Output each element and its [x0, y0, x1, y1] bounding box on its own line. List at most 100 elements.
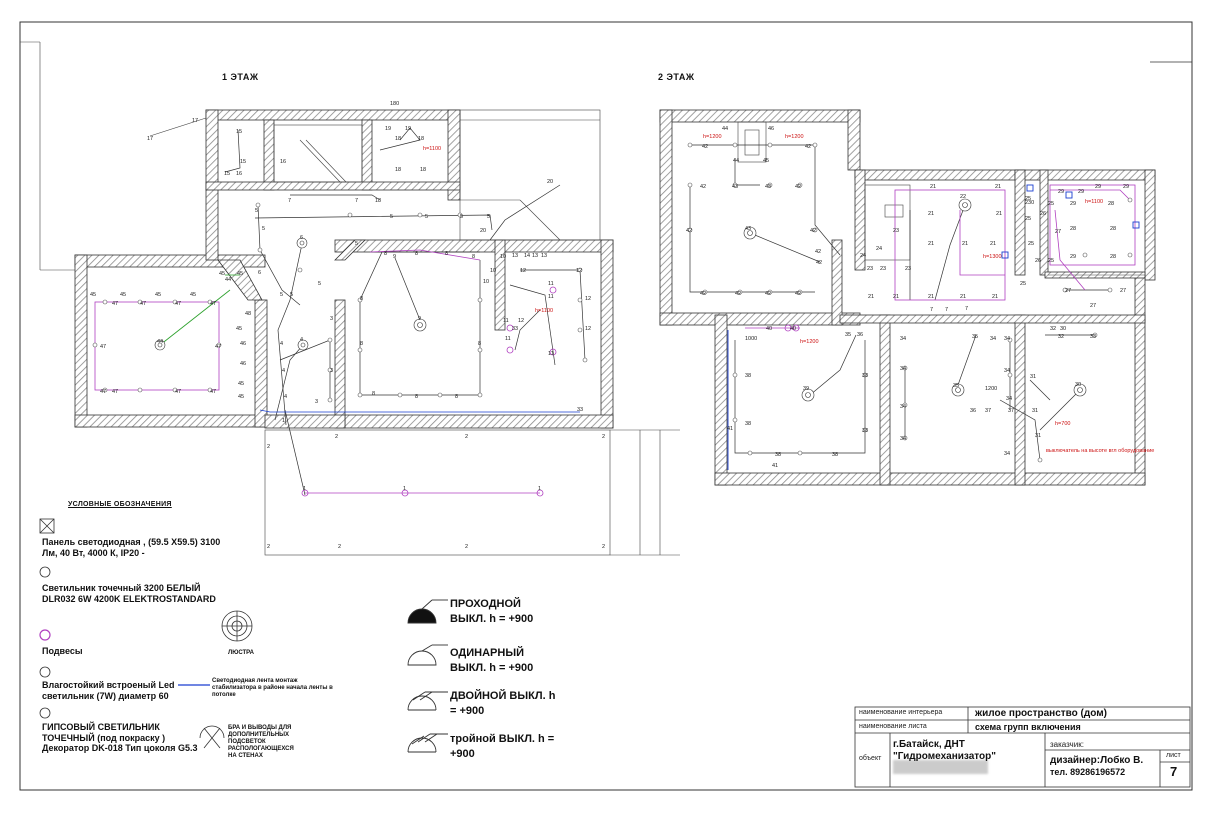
svg-text:33: 33: [1090, 334, 1096, 340]
svg-text:18: 18: [375, 198, 381, 204]
svg-text:33: 33: [512, 326, 518, 332]
svg-text:9: 9: [393, 254, 396, 260]
svg-text:27: 27: [1090, 303, 1096, 309]
svg-text:28: 28: [1108, 201, 1114, 207]
floor-2-title: 2 ЭТАЖ: [658, 72, 695, 82]
svg-text:41: 41: [727, 426, 733, 432]
legend-strip-text: Светодиодная лента монтаж стабилизатора …: [212, 678, 333, 698]
svg-text:2: 2: [465, 434, 468, 440]
svg-text:47: 47: [175, 389, 181, 395]
svg-text:34: 34: [1004, 336, 1010, 342]
svg-text:17: 17: [147, 136, 153, 142]
svg-text:18: 18: [420, 167, 426, 173]
svg-text:8: 8: [415, 251, 418, 257]
svg-text:4: 4: [300, 337, 303, 343]
svg-text:42: 42: [810, 228, 816, 234]
svg-text:h=1100: h=1100: [535, 308, 553, 314]
svg-text:42: 42: [735, 291, 741, 297]
svg-text:30: 30: [1060, 326, 1066, 332]
svg-text:38: 38: [832, 452, 838, 458]
switch-triple-text: тройной ВЫКЛ. h = +900: [450, 733, 555, 760]
svg-text:25: 25: [1020, 281, 1026, 287]
tb-sheet-no-label: лист: [1166, 752, 1181, 759]
svg-text:35: 35: [845, 332, 851, 338]
svg-text:8: 8: [445, 251, 448, 257]
svg-text:34: 34: [1004, 368, 1010, 374]
svg-text:28: 28: [1110, 226, 1116, 232]
svg-text:23: 23: [880, 266, 886, 272]
svg-text:16: 16: [236, 171, 242, 177]
svg-text:46: 46: [240, 341, 246, 347]
svg-text:23: 23: [905, 266, 911, 272]
svg-text:34: 34: [990, 336, 996, 342]
svg-text:37: 37: [1008, 408, 1014, 414]
tb-sheet-label: наименование листа: [859, 723, 927, 730]
svg-text:30: 30: [1075, 382, 1081, 388]
svg-text:45: 45: [237, 271, 243, 277]
svg-text:11: 11: [505, 336, 511, 342]
svg-text:42: 42: [805, 144, 811, 150]
svg-text:2: 2: [465, 544, 468, 550]
sheet-frame: [19, 21, 1193, 791]
svg-text:21: 21: [995, 184, 1001, 190]
svg-text:32: 32: [1050, 326, 1056, 332]
svg-text:46: 46: [240, 361, 246, 367]
svg-text:5: 5: [318, 281, 321, 287]
svg-text:3: 3: [330, 368, 333, 374]
height-notes-1f: h=1100 h=1100: [423, 146, 553, 314]
svg-text:10: 10: [483, 279, 489, 285]
svg-text:2: 2: [267, 444, 270, 450]
tb-sheet-no: 7: [1170, 764, 1178, 779]
svg-text:45: 45: [236, 326, 242, 332]
svg-text:12: 12: [576, 268, 582, 274]
svg-text:21: 21: [928, 294, 934, 300]
svg-text:h=700: h=700: [1055, 421, 1070, 427]
svg-text:18: 18: [395, 136, 401, 142]
svg-text:46: 46: [768, 126, 774, 132]
svg-text:31: 31: [1032, 408, 1038, 414]
svg-text:41: 41: [772, 463, 778, 469]
svg-text:12: 12: [520, 268, 526, 274]
svg-text:3: 3: [315, 399, 318, 405]
svg-text:44: 44: [733, 158, 739, 164]
svg-text:34: 34: [900, 436, 906, 442]
svg-text:2: 2: [335, 434, 338, 440]
tb-interior-value: жилое пространство (дом): [975, 708, 1107, 719]
legend-sconce-text: БРА И ВЫВОДЫ ДЛЯ ДОПОЛНИТЕЛЬНЫХ ПОДСВЕТО…: [228, 725, 294, 759]
svg-text:25: 25: [1048, 201, 1054, 207]
first-floor-plan: [74, 109, 614, 429]
tb-phone: тел. 89286196572: [1050, 767, 1126, 777]
svg-text:26: 26: [1035, 258, 1041, 264]
tb-interior-label: наименование интерьера: [859, 709, 943, 716]
legend-chandelier-text: ЛЮСТРА: [228, 650, 254, 656]
svg-text:4: 4: [284, 394, 287, 400]
svg-text:42: 42: [795, 291, 801, 297]
svg-text:42: 42: [700, 291, 706, 297]
svg-text:7: 7: [355, 198, 358, 204]
svg-text:3: 3: [330, 316, 333, 322]
svg-text:h=1100: h=1100: [1085, 199, 1103, 205]
legend-pendants-text: Подвесы: [42, 646, 83, 656]
svg-text:42: 42: [686, 228, 692, 234]
svg-text:9: 9: [418, 316, 421, 322]
svg-text:48: 48: [245, 311, 251, 317]
legend-title: УСЛОВНЫЕ ОБОЗНАЧЕНИЯ: [68, 501, 172, 508]
redacted-text: [893, 760, 988, 774]
svg-text:5: 5: [460, 214, 463, 220]
svg-text:24: 24: [876, 246, 882, 252]
svg-text:230: 230: [1025, 200, 1034, 206]
svg-text:h=1200: h=1200: [800, 339, 819, 345]
svg-text:25: 25: [1048, 258, 1054, 264]
svg-text:12: 12: [585, 296, 591, 302]
svg-text:1: 1: [538, 486, 541, 492]
svg-text:1200: 1200: [985, 386, 997, 392]
svg-text:10: 10: [500, 254, 506, 260]
svg-text:38: 38: [745, 421, 751, 427]
svg-text:7: 7: [965, 306, 968, 312]
svg-text:43: 43: [732, 184, 738, 190]
svg-text:20: 20: [480, 228, 486, 234]
title-block-grid: [854, 706, 1191, 788]
svg-text:18: 18: [418, 136, 424, 142]
svg-text:10: 10: [490, 268, 496, 274]
